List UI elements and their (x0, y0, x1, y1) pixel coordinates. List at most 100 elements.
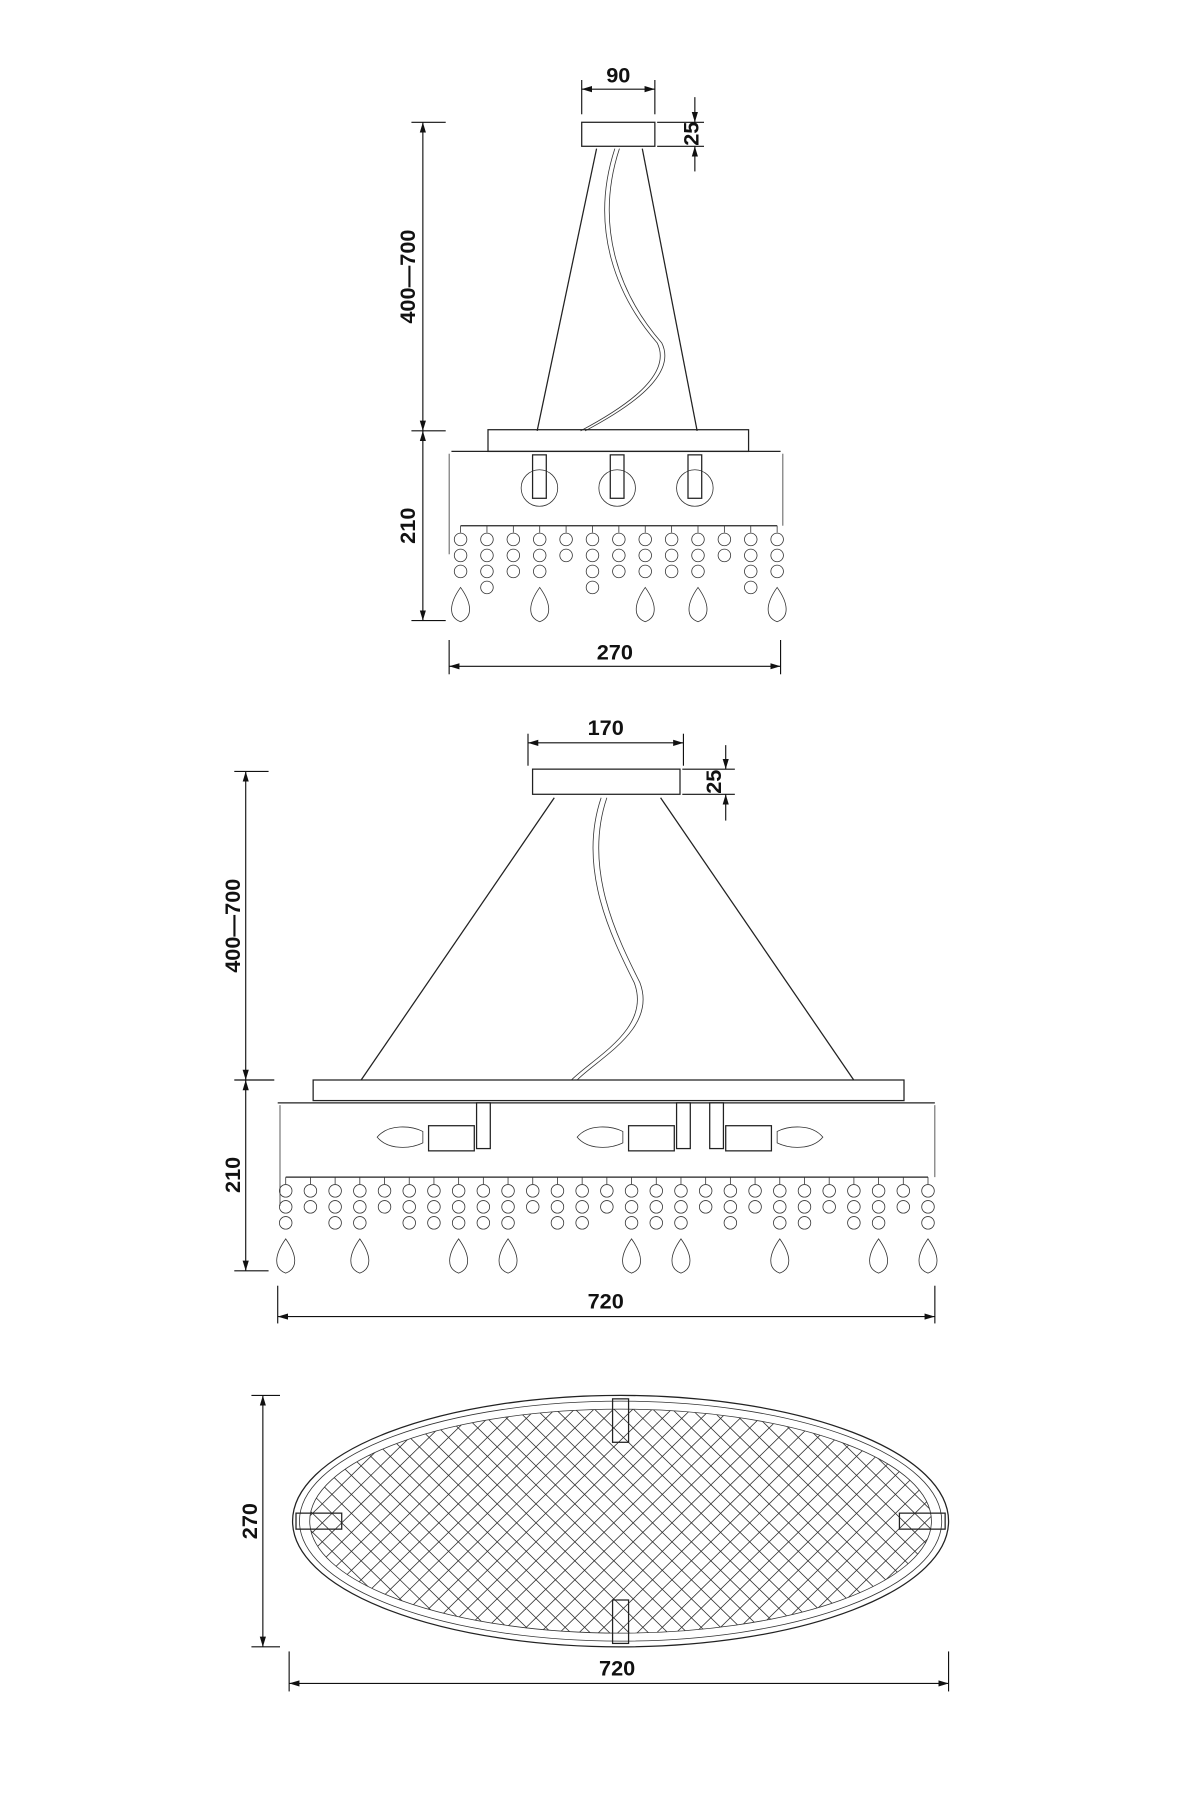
lattice-line (429, 1409, 682, 1634)
lattice-line (837, 1409, 932, 1634)
crystal-strands (276, 1177, 938, 1274)
lattice-line (0, 1400, 195, 1646)
crystal-bead (575, 1200, 589, 1214)
crystal-bead (533, 548, 547, 563)
crystal-bead (550, 1184, 565, 1198)
crystal-bead (770, 548, 784, 563)
crystal-strand (822, 1177, 836, 1214)
crystal-drop (688, 586, 708, 623)
crystal-bead (744, 548, 758, 563)
crystal-bead (453, 548, 468, 563)
crystal-bead (279, 1216, 293, 1230)
lattice-line (546, 1409, 798, 1634)
crystal-bead (649, 1216, 663, 1230)
crystal-drop (869, 1238, 888, 1274)
suspension-length-label: 400—700 (395, 230, 420, 324)
lattice-line (0, 1400, 157, 1646)
lattice-line (1110, 1400, 1200, 1646)
crystal-bead (506, 564, 521, 579)
crystal-bead (921, 1184, 935, 1198)
crystal-bead (328, 1216, 342, 1230)
crystal-bead (303, 1200, 318, 1214)
lattice-line (22, 1400, 273, 1646)
lattice-line (895, 1409, 932, 1634)
crystal-bead (533, 532, 547, 547)
socket (531, 454, 547, 499)
lattice-line (1168, 1400, 1200, 1646)
crystal-strand (664, 525, 679, 579)
crystal-bead (585, 548, 600, 563)
crystal-bead (476, 1216, 491, 1230)
crystal-bead (501, 1184, 515, 1198)
crystal-strand (402, 1177, 416, 1230)
crystal-bead (451, 1200, 466, 1214)
canopy-width-label: 90 (606, 62, 630, 87)
crystal-bead (674, 1184, 688, 1198)
suspension-length-label: 400—700 (220, 879, 245, 973)
lattice-line (0, 1400, 195, 1646)
crystal-bead (748, 1200, 762, 1214)
crystal-bead (691, 548, 705, 563)
crystal-bead (770, 532, 784, 547)
lattice-line (954, 1400, 1200, 1646)
socket (427, 1125, 475, 1152)
crystal-strand (350, 1177, 370, 1274)
crystal-bead (921, 1200, 935, 1214)
lattice-line (0, 1400, 59, 1646)
crystal-bead (698, 1184, 713, 1198)
crystal-bead (451, 1216, 466, 1230)
socket-ring (598, 469, 636, 507)
lattice-line (1013, 1400, 1200, 1646)
crystal-bead (797, 1216, 812, 1230)
lattice-line (1149, 1400, 1200, 1646)
lattice-line (0, 1400, 59, 1646)
crystal-strand (526, 1177, 540, 1214)
crystal-bead (612, 564, 626, 579)
crystal-bead (353, 1200, 367, 1214)
crystal-strand (717, 525, 732, 563)
power-cord (580, 148, 661, 432)
lattice-line (935, 1400, 1186, 1646)
crystal-bead (748, 1184, 762, 1198)
lattice-line (837, 1409, 932, 1634)
crystal-bead (723, 1200, 738, 1214)
crystal-bead (723, 1216, 738, 1230)
lattice-line (604, 1409, 857, 1634)
lattice-line (0, 1400, 21, 1646)
crystal-strands (451, 525, 787, 623)
crystal-bead (638, 548, 652, 563)
crystal-bead (526, 1200, 540, 1214)
crystal-strand (797, 1177, 812, 1230)
crystal-strand (770, 1177, 790, 1274)
crystal-bead (797, 1200, 812, 1214)
crystal-bead (353, 1184, 367, 1198)
lattice-line (1187, 1400, 1200, 1646)
crystal-bead (674, 1216, 688, 1230)
lattice-line (0, 1400, 157, 1646)
crystal-strand (698, 1177, 713, 1214)
crystal-bead (822, 1184, 836, 1198)
socket-group (520, 454, 714, 507)
crystal-bead (328, 1200, 342, 1214)
top-view: 270 720 (0, 1394, 1200, 1692)
crystal-bead (600, 1184, 614, 1198)
crystal-bead (501, 1216, 515, 1230)
crystal-bead (377, 1200, 392, 1214)
crystal-bead (744, 532, 758, 547)
lattice-line (565, 1409, 818, 1634)
crystal-strand (276, 1177, 296, 1274)
crystal-bead (480, 532, 494, 547)
lattice-line (993, 1400, 1200, 1646)
lattice-line (1051, 1400, 1200, 1646)
crystal-strand (559, 525, 573, 563)
crystal-bead (871, 1200, 886, 1214)
lattice-line (0, 1400, 98, 1646)
lattice-line (876, 1409, 932, 1634)
lattice-line (1090, 1400, 1200, 1646)
lattice-line (2, 1400, 253, 1646)
lattice-line (309, 1409, 332, 1634)
crystal-bead (480, 580, 494, 595)
crystal-bead (871, 1216, 886, 1230)
crystal-bead (533, 564, 547, 579)
lattice-line (487, 1409, 740, 1634)
